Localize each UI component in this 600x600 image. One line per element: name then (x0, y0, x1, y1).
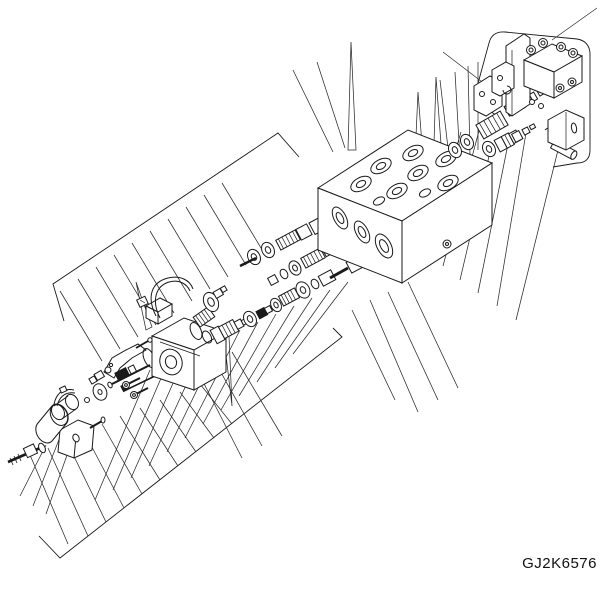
connector-tube (150, 276, 194, 319)
leader-line (220, 313, 277, 411)
leader-line (238, 305, 295, 397)
poppet-valve (212, 285, 228, 300)
leader-line (292, 69, 334, 153)
leader-line (199, 383, 233, 425)
detent-spool (107, 364, 151, 389)
leader-line (203, 194, 247, 266)
leader-line (496, 132, 527, 307)
leader-line (159, 399, 197, 453)
leader-line (551, 7, 598, 41)
parts (7, 33, 585, 466)
wedge-leader (433, 76, 442, 145)
leader-line (515, 149, 559, 321)
solenoid-bolts (526, 38, 578, 58)
leader-line (387, 291, 439, 401)
port-boss (350, 144, 459, 206)
leader-line (477, 143, 509, 294)
leader-line (95, 266, 139, 338)
leader-line (369, 299, 419, 413)
check-valve-cartridge (482, 123, 537, 158)
leader-line (184, 329, 241, 439)
leader-line (77, 278, 121, 350)
fence-top-left (52, 132, 300, 322)
washer (243, 310, 257, 328)
leader-line (47, 447, 89, 537)
cube-mounting-bolts (122, 377, 149, 399)
steel-ball (84, 397, 90, 403)
diaphragm-disc (92, 383, 108, 401)
o-ring (189, 322, 203, 340)
leader-line (19, 444, 47, 497)
o-ring (310, 278, 320, 290)
leader-line (59, 290, 103, 362)
washer (295, 281, 311, 299)
wedge-leader (347, 41, 357, 151)
leader-line (256, 297, 313, 383)
leader-line (274, 289, 331, 369)
leader-line (112, 361, 169, 491)
washer (269, 297, 283, 313)
leader-line (149, 230, 193, 302)
leader-line (185, 206, 229, 278)
control-lever (88, 337, 153, 385)
leader-line (29, 454, 69, 545)
leader-line (167, 218, 211, 290)
leader-line (101, 423, 143, 495)
leader-line (316, 61, 346, 149)
fence-bottom (38, 327, 343, 559)
leader-line (292, 281, 349, 355)
leader-line (32, 436, 61, 507)
leader-line (139, 407, 179, 467)
solenoid-block (522, 38, 584, 109)
clamp-band (51, 385, 79, 421)
side-plates (473, 61, 515, 117)
leader-line (407, 281, 459, 389)
spool-bore (331, 206, 394, 259)
leader-line (221, 182, 265, 254)
figure-code: GJ2K6576 (522, 555, 597, 572)
leader-line (351, 309, 396, 401)
washer (202, 291, 220, 313)
main-valve-body (316, 129, 494, 284)
bolt-assembly (7, 442, 46, 466)
pilot-cube-block (150, 317, 228, 391)
leader-line (119, 415, 161, 481)
o-ring (201, 330, 213, 344)
leader-line (231, 351, 283, 437)
